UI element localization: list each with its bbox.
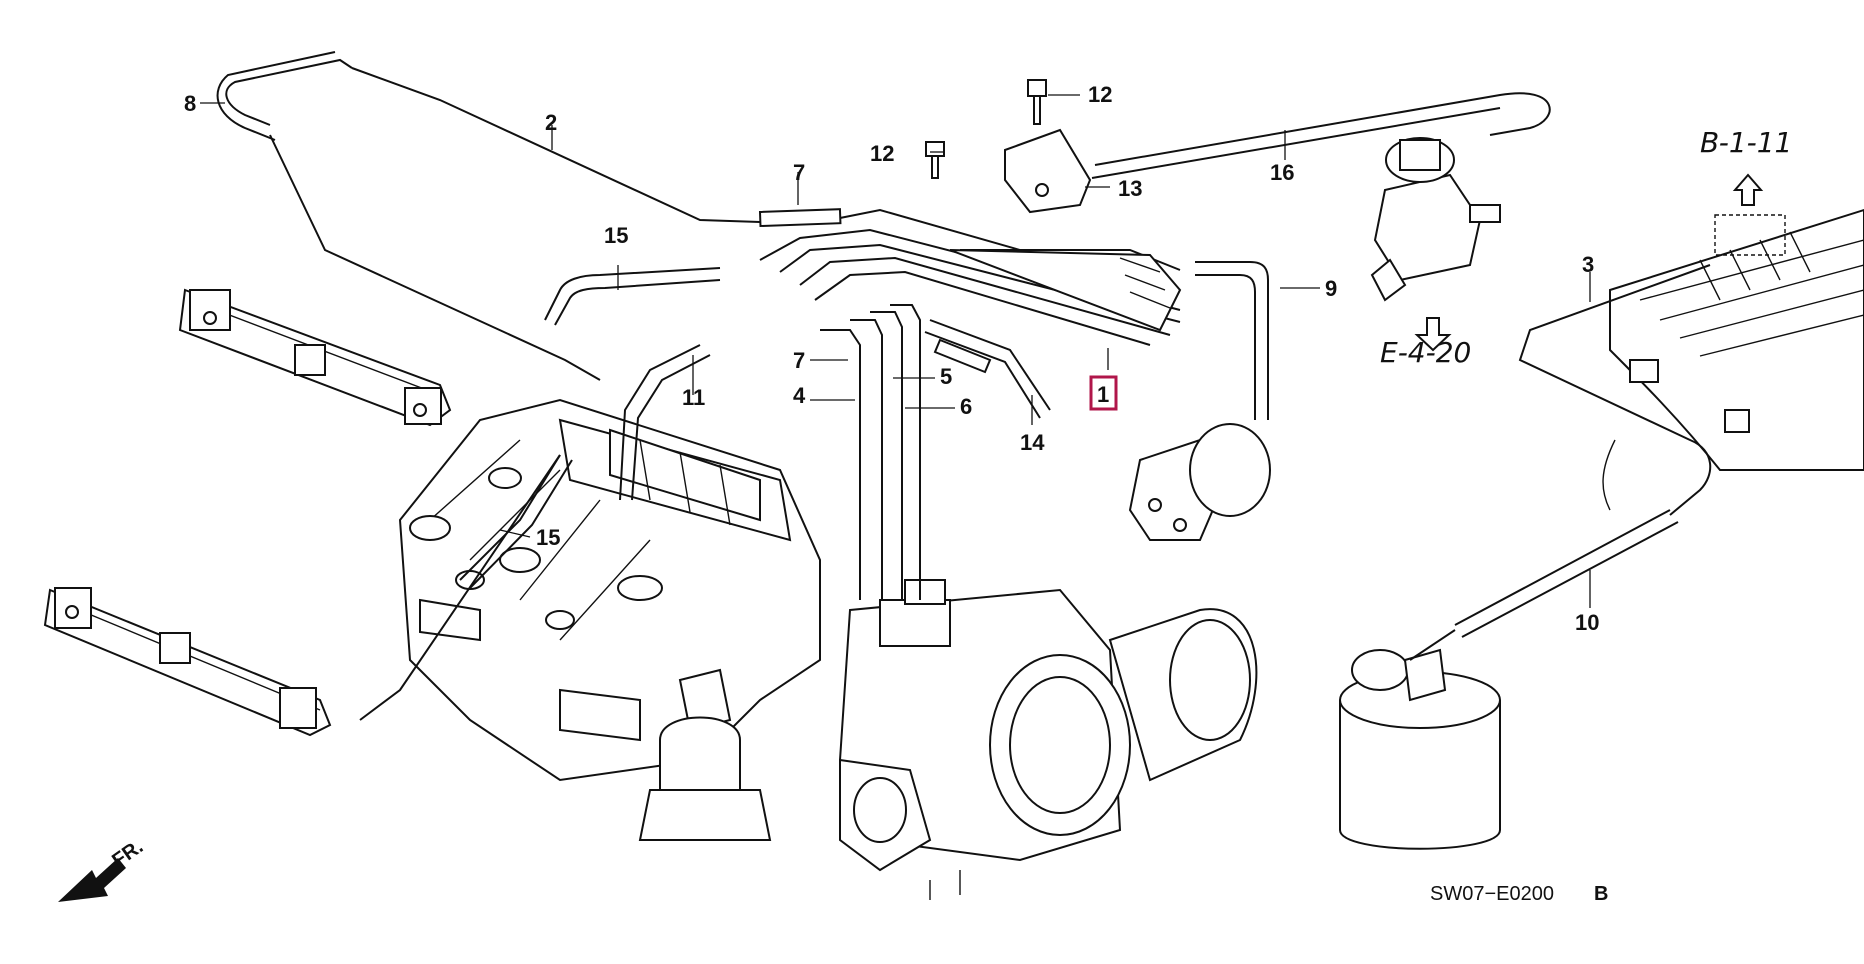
ref-frame-upper — [1714, 214, 1786, 256]
callout-13: 13 — [1118, 176, 1142, 201]
hose-10 — [1409, 509, 1679, 661]
hose-11 — [619, 344, 711, 501]
front-arrow-icon — [58, 858, 126, 902]
bolt-12-lower — [925, 141, 945, 179]
hose-15-upper — [544, 267, 721, 326]
bracket-13 — [1004, 128, 1092, 214]
section-ref-lower[interactable]: E-4-20 — [1380, 336, 1471, 369]
egr-valve — [638, 668, 772, 841]
callout-16: 16 — [1270, 160, 1294, 185]
front-marker: FR. — [58, 836, 147, 902]
intake-manifold — [398, 398, 821, 782]
diagram-code-text: SW07−E0200 — [1430, 883, 1554, 905]
ref-upper[interactable]: B-1-11 — [1700, 126, 1792, 256]
callout-14: 14 — [1020, 430, 1045, 455]
pipe-rail-connect — [269, 134, 601, 721]
callout-7-upper: 7 — [793, 160, 805, 185]
hose-16 — [1091, 92, 1551, 179]
section-ref-upper[interactable]: B-1-11 — [1700, 126, 1792, 159]
vacuum-actuator — [1128, 423, 1271, 541]
fuel-rail-lower — [43, 587, 332, 737]
tubes-4-5-6-7 — [820, 304, 921, 600]
hose-14 — [924, 319, 1051, 419]
callout-7-lower: 7 — [793, 348, 805, 373]
highlight-box — [1089, 375, 1118, 411]
callout-12-lower: 12 — [870, 141, 894, 166]
callout-labels: 8 2 3 4 5 6 7 7 9 10 11 12 12 13 14 15 1… — [184, 82, 1599, 635]
hose-9 — [1195, 261, 1269, 420]
callout-8: 8 — [184, 91, 196, 116]
body-panel — [1602, 208, 1864, 511]
callout-6: 6 — [960, 394, 972, 419]
arrow-down-icon — [1414, 317, 1452, 352]
hose-8 — [216, 51, 353, 141]
callout-11: 11 — [682, 385, 705, 410]
hose-7-upper — [758, 208, 842, 228]
vacuum-tank — [1339, 648, 1501, 850]
callout-10: 10 — [1575, 610, 1599, 635]
callout-15-lower: 15 — [536, 525, 560, 550]
fuel-rail-upper — [178, 288, 452, 427]
arrow-up-icon — [1732, 173, 1764, 206]
tube-3 — [1518, 264, 1712, 516]
diagram-code: SW07−E0200 B — [1430, 883, 1608, 905]
bolt-12-upper — [1027, 79, 1047, 125]
hose-15-lower — [459, 454, 573, 589]
diagram-code-suffix: B — [1594, 883, 1608, 905]
callout-3: 3 — [1582, 252, 1594, 277]
tube-2 — [351, 67, 761, 223]
callout-2: 2 — [545, 110, 557, 135]
callout-9: 9 — [1325, 276, 1337, 301]
callout-15-upper: 15 — [604, 223, 628, 248]
callout-1[interactable]: 1 — [1097, 382, 1109, 407]
callout-5: 5 — [940, 364, 952, 389]
throttle-body — [838, 579, 1258, 900]
purge-control-valve — [1370, 137, 1501, 302]
tube-bundle-1 — [759, 208, 1182, 374]
callout-4: 4 — [793, 383, 806, 408]
leader-lines — [200, 94, 1591, 608]
callout-12-upper: 12 — [1088, 82, 1112, 107]
ref-lower[interactable]: E-4-20 — [1380, 317, 1471, 369]
